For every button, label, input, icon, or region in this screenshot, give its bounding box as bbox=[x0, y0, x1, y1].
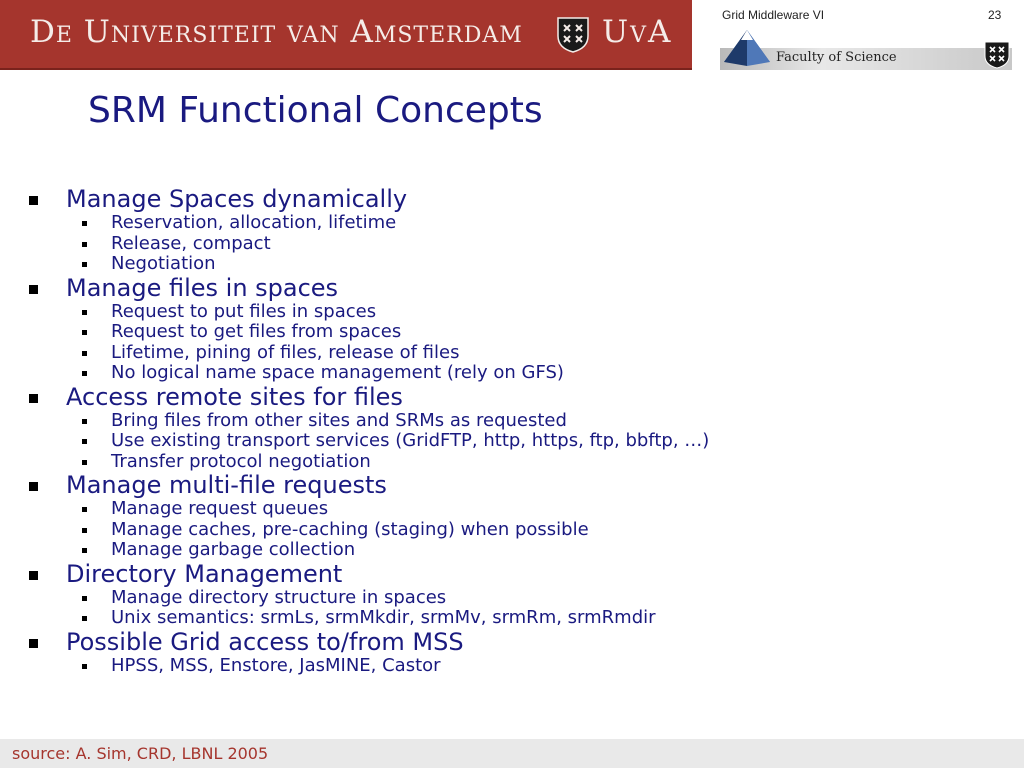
sub-bullet-text: Request to get files from spaces bbox=[111, 321, 402, 342]
sub-bullet-text: Lifetime, pining of files, release of fi… bbox=[111, 341, 460, 363]
square-bullet-icon bbox=[29, 482, 38, 491]
sub-bullet-text: Transfer protocol negotiation bbox=[111, 450, 371, 472]
small-square-bullet-icon bbox=[82, 371, 87, 376]
list-item: Manage files in spaces Request to put fi… bbox=[0, 273, 1024, 384]
small-square-bullet-icon bbox=[82, 459, 87, 465]
sub-bullet-text: No logical name space management (rely o… bbox=[111, 362, 564, 383]
sub-list: HPSS, MSS, Enstore, JasMINE, Castor bbox=[0, 654, 1024, 677]
square-bullet-icon bbox=[29, 284, 38, 294]
list-item: Possible Grid access to/from MSS HPSS, M… bbox=[0, 627, 1024, 677]
sub-bullet: Unix semantics: srmLs, srmMkdir, srmMv, … bbox=[0, 607, 1024, 629]
small-square-bullet-icon bbox=[82, 262, 87, 267]
sub-bullet-text: Bring files from other sites and SRMs as… bbox=[111, 409, 567, 431]
small-square-bullet-icon bbox=[82, 439, 87, 444]
university-name: De Universiteit van Amsterdam bbox=[30, 14, 523, 50]
sub-bullet-text: Negotiation bbox=[111, 253, 216, 274]
sub-list: Manage directory structure in spaces Uni… bbox=[0, 586, 1024, 629]
small-square-bullet-icon bbox=[82, 221, 87, 226]
main-bullet: Directory Management bbox=[0, 559, 1024, 588]
sub-bullet: Release, compact bbox=[0, 232, 1024, 255]
pyramid-logo-icon bbox=[724, 30, 770, 66]
university-abbrev: UvA bbox=[602, 14, 673, 50]
sub-list: Request to put files in spaces Request t… bbox=[0, 300, 1024, 384]
sub-bullet: Lifetime, pining of files, release of fi… bbox=[0, 341, 1024, 364]
sub-bullet-text: Manage garbage collection bbox=[111, 539, 356, 560]
sub-bullet: Transfer protocol negotiation bbox=[0, 450, 1024, 473]
sub-bullet: Manage directory structure in spaces bbox=[0, 586, 1024, 609]
sub-bullet-text: HPSS, MSS, Enstore, JasMINE, Castor bbox=[111, 654, 441, 676]
sub-bullet: No logical name space management (rely o… bbox=[0, 362, 1024, 384]
small-square-bullet-icon bbox=[82, 548, 87, 553]
sub-bullet-text: Manage request queues bbox=[111, 498, 329, 519]
sub-bullet: Use existing transport services (GridFTP… bbox=[0, 430, 1024, 452]
square-bullet-icon bbox=[29, 638, 38, 648]
square-bullet-icon bbox=[29, 393, 38, 403]
sub-bullet-text: Unix semantics: srmLs, srmMkdir, srmMv, … bbox=[111, 607, 656, 628]
small-square-bullet-icon bbox=[82, 241, 87, 247]
small-square-bullet-icon bbox=[82, 309, 87, 315]
main-bullet: Manage multi-file requests bbox=[0, 472, 1024, 499]
small-square-bullet-icon bbox=[82, 616, 87, 621]
sub-bullet: Request to put files in spaces bbox=[0, 300, 1024, 323]
faculty-name: Faculty of Science bbox=[776, 50, 897, 65]
small-square-bullet-icon bbox=[82, 330, 87, 335]
small-square-bullet-icon bbox=[82, 350, 87, 356]
sub-bullet: Bring files from other sites and SRMs as… bbox=[0, 409, 1024, 432]
small-square-bullet-icon bbox=[82, 663, 87, 669]
main-bullet: Manage Spaces dynamically bbox=[0, 186, 1024, 213]
sub-bullet: Reservation, allocation, lifetime bbox=[0, 212, 1024, 234]
list-item: Manage multi-file requests Manage reques… bbox=[0, 472, 1024, 561]
square-bullet-icon bbox=[29, 196, 38, 205]
sub-bullet: HPSS, MSS, Enstore, JasMINE, Castor bbox=[0, 654, 1024, 677]
sub-bullet-text: Manage caches, pre-caching (staging) whe… bbox=[111, 518, 589, 540]
small-square-bullet-icon bbox=[82, 527, 87, 533]
sub-bullet: Manage caches, pre-caching (staging) whe… bbox=[0, 518, 1024, 541]
main-bullet: Manage files in spaces bbox=[0, 273, 1024, 302]
bullet-text: Directory Management bbox=[66, 559, 343, 588]
faculty-crest-icon bbox=[984, 41, 1010, 69]
sub-list: Manage request queues Manage caches, pre… bbox=[0, 498, 1024, 561]
slide-title: SRM Functional Concepts bbox=[88, 90, 543, 131]
list-item: Access remote sites for files Bring file… bbox=[0, 382, 1024, 473]
sub-bullet: Manage request queues bbox=[0, 498, 1024, 520]
sub-list: Reservation, allocation, lifetime Releas… bbox=[0, 212, 1024, 275]
square-bullet-icon bbox=[29, 570, 38, 580]
sub-bullet-text: Reservation, allocation, lifetime bbox=[111, 212, 397, 233]
sub-list: Bring files from other sites and SRMs as… bbox=[0, 409, 1024, 473]
bullet-text: Access remote sites for files bbox=[66, 382, 403, 411]
uva-crest-icon bbox=[557, 17, 589, 53]
faculty-bar bbox=[720, 48, 1012, 70]
sub-bullet: Manage garbage collection bbox=[0, 539, 1024, 561]
sub-bullet: Request to get files from spaces bbox=[0, 321, 1024, 343]
bullet-text: Manage files in spaces bbox=[66, 273, 339, 302]
source-credit: source: A. Sim, CRD, LBNL 2005 bbox=[12, 744, 269, 763]
course-label: Grid Middleware VI bbox=[722, 8, 825, 22]
small-square-bullet-icon bbox=[82, 595, 87, 601]
footer-bar: source: A. Sim, CRD, LBNL 2005 bbox=[0, 739, 1024, 768]
small-square-bullet-icon bbox=[82, 418, 87, 424]
sub-bullet: Negotiation bbox=[0, 253, 1024, 275]
sub-bullet-text: Request to put files in spaces bbox=[111, 300, 377, 322]
university-banner: De Universiteit van Amsterdam UvA bbox=[0, 0, 692, 70]
page-number: 23 bbox=[988, 8, 1002, 22]
small-square-bullet-icon bbox=[82, 507, 87, 512]
bullet-text: Manage Spaces dynamically bbox=[66, 185, 408, 213]
sub-bullet-text: Use existing transport services (GridFTP… bbox=[111, 430, 710, 451]
sub-bullet-text: Manage directory structure in spaces bbox=[111, 586, 447, 608]
bullet-text: Possible Grid access to/from MSS bbox=[66, 627, 464, 656]
main-bullet: Possible Grid access to/from MSS bbox=[0, 627, 1024, 656]
list-item: Directory Management Manage directory st… bbox=[0, 559, 1024, 629]
bullet-list: Manage Spaces dynamically Reservation, a… bbox=[0, 186, 1024, 676]
bullet-text: Manage multi-file requests bbox=[66, 471, 387, 499]
list-item: Manage Spaces dynamically Reservation, a… bbox=[0, 186, 1024, 275]
sub-bullet-text: Release, compact bbox=[111, 232, 271, 254]
main-bullet: Access remote sites for files bbox=[0, 382, 1024, 411]
